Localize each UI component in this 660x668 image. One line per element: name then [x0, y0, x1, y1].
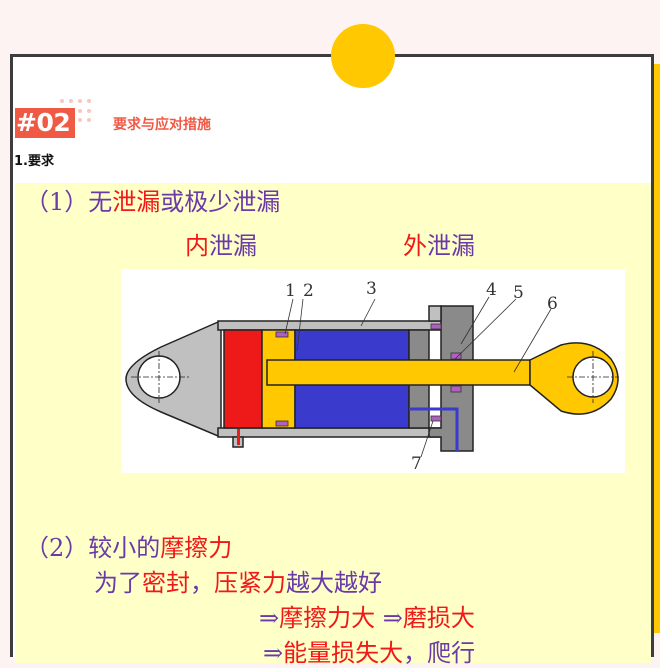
- decorative-yellow-circle: [331, 24, 395, 88]
- consequence-line-2: ⇒能量损失大，爬行: [263, 639, 476, 667]
- internal-leak-label: 内泄漏: [185, 232, 257, 260]
- label-6: 6: [547, 294, 558, 314]
- external-leak-label: 外泄漏: [403, 232, 475, 260]
- hydraulic-cylinder-diagram: 1 2 3 4 5 6 7: [121, 269, 625, 473]
- content-card: #02 要求与应对措施 1.要求 （1）无泄漏或极少泄漏 内泄漏 外泄漏: [10, 54, 654, 667]
- requirement-2: （2）较小的摩擦力: [25, 534, 233, 562]
- label-4: 4: [486, 280, 497, 300]
- consequence-line-1: ⇒摩擦力大 ⇒磨损大: [259, 604, 475, 632]
- requirement-1: （1）无泄漏或极少泄漏: [25, 188, 281, 216]
- slide-image: （1）无泄漏或极少泄漏 内泄漏 外泄漏: [15, 183, 651, 667]
- label-7: 7: [411, 454, 422, 473]
- label-3: 3: [366, 279, 377, 299]
- section-title: 要求与应对措施: [113, 117, 211, 133]
- section-number-badge: #02: [15, 108, 76, 138]
- label-1: 1: [285, 281, 296, 301]
- sub-title: 1.要求: [14, 154, 54, 169]
- seal-pressure-line: 为了密封，压紧力越大越好: [94, 569, 382, 597]
- label-2: 2: [303, 281, 314, 301]
- label-5: 5: [513, 283, 524, 303]
- decorative-yellow-stripe: [652, 64, 660, 633]
- decorative-dots: [60, 99, 92, 123]
